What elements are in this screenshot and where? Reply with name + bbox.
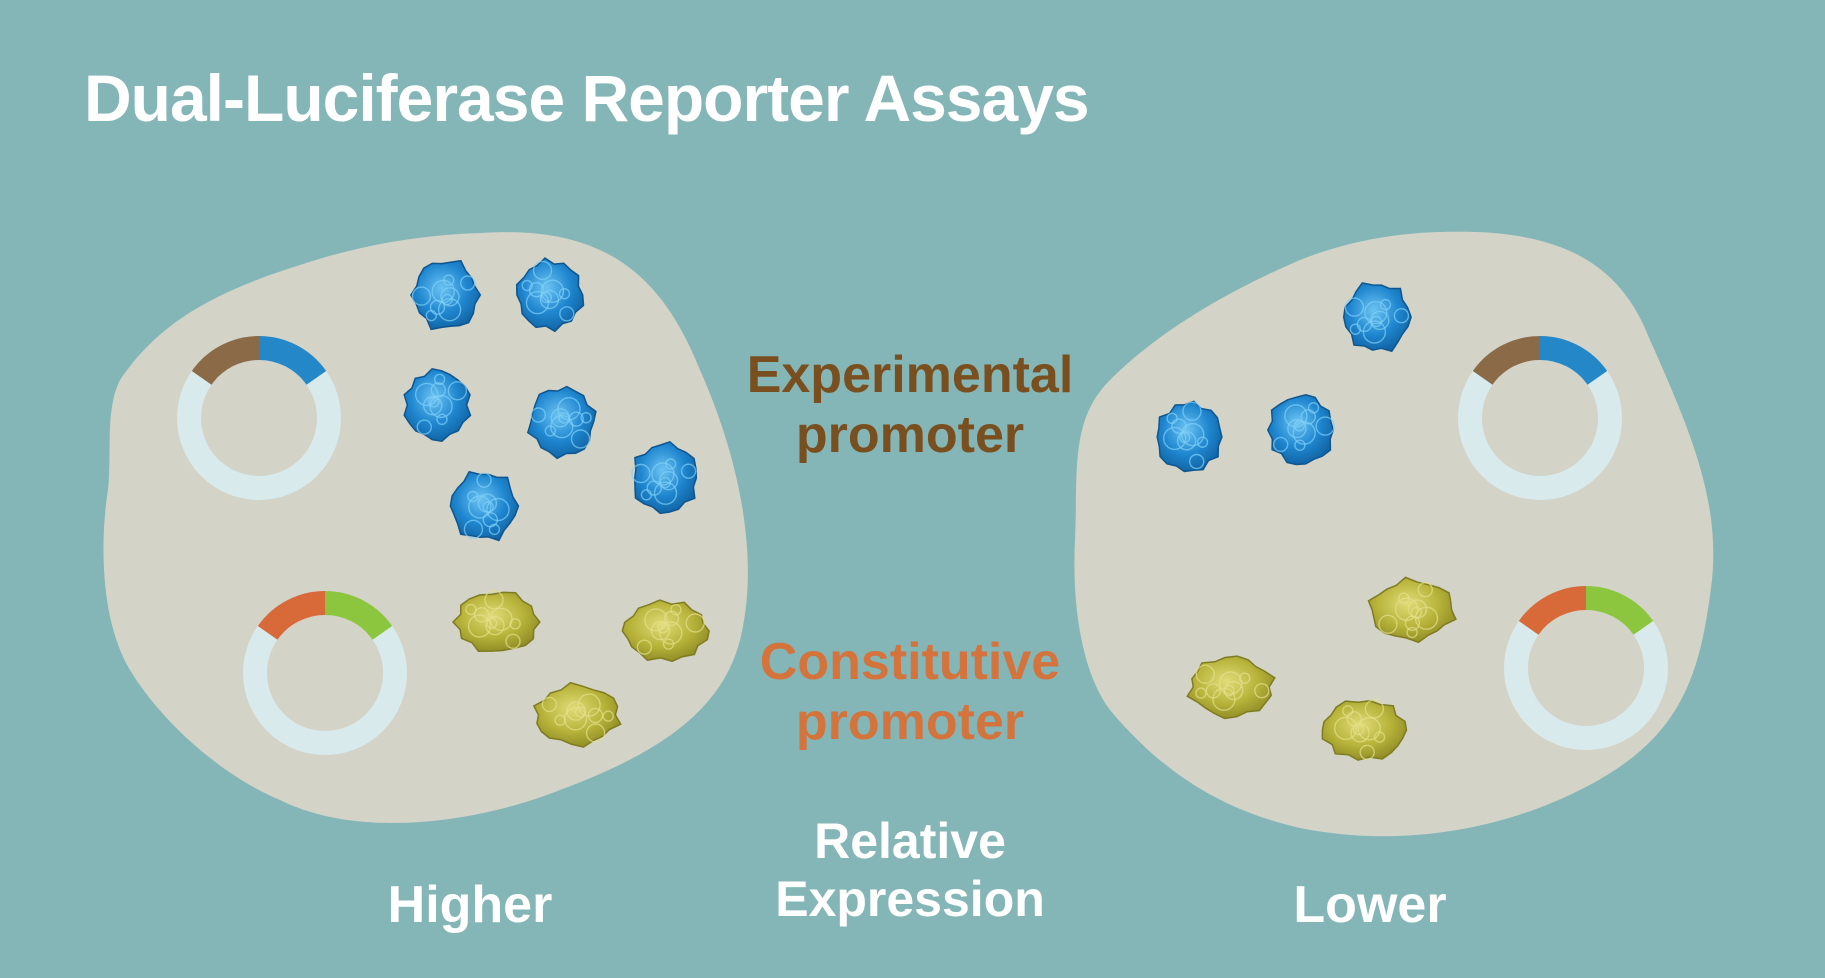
experimental-label-line1: Experimental <box>746 346 1074 404</box>
renilla-gene-segment <box>324 591 393 641</box>
experimental-promoter-segment <box>191 336 260 386</box>
experimental-promoter-segment <box>1472 336 1541 386</box>
firefly-luciferase-protein <box>515 257 585 333</box>
renilla-luciferase-protein <box>1321 699 1408 761</box>
experimental-plasmid-lower <box>1458 336 1622 500</box>
renilla-luciferase-protein <box>1186 655 1276 720</box>
lower-label: Lower <box>1293 876 1447 934</box>
renilla-luciferase-protein <box>621 599 710 663</box>
constitutive-promoter-segment <box>257 591 326 641</box>
constitutive-label-line1: Constitutive <box>759 633 1061 691</box>
relative-expression-label: Relative Expression <box>690 813 1130 928</box>
firefly-luciferase-protein <box>410 259 482 331</box>
relative-label-line2: Expression <box>775 870 1045 927</box>
firefly-luciferase-protein <box>1266 394 1335 466</box>
renilla-luciferase-protein <box>1367 576 1457 644</box>
firefly-luciferase-protein <box>1156 400 1223 473</box>
constitutive-promoter-segment <box>1518 586 1587 636</box>
constitutive-plasmid-higher <box>243 591 407 755</box>
firefly-luciferase-protein <box>526 385 597 460</box>
firefly-gene-segment <box>1539 336 1608 386</box>
firefly-gene-segment <box>258 336 327 386</box>
firefly-luciferase-protein <box>449 470 520 542</box>
constitutive-promoter-label: Constitutive promoter <box>690 633 1130 753</box>
renilla-gene-segment <box>1585 586 1654 636</box>
renilla-luciferase-protein <box>532 681 622 748</box>
firefly-luciferase-protein <box>631 440 698 515</box>
firefly-luciferase-protein <box>1342 282 1412 353</box>
page-title: Dual-Luciferase Reporter Assays <box>84 61 1090 135</box>
experimental-label-line2: promoter <box>795 405 1025 464</box>
firefly-luciferase-protein <box>403 367 472 442</box>
experimental-promoter-label: Experimental promoter <box>690 346 1130 466</box>
constitutive-label-line2: promoter <box>795 692 1025 751</box>
experimental-plasmid-higher <box>177 336 341 500</box>
relative-label-line1: Relative <box>814 813 1006 869</box>
cell-higher <box>103 232 748 823</box>
higher-label: Higher <box>387 876 553 934</box>
renilla-luciferase-protein <box>451 590 541 652</box>
constitutive-plasmid-lower <box>1504 586 1668 750</box>
